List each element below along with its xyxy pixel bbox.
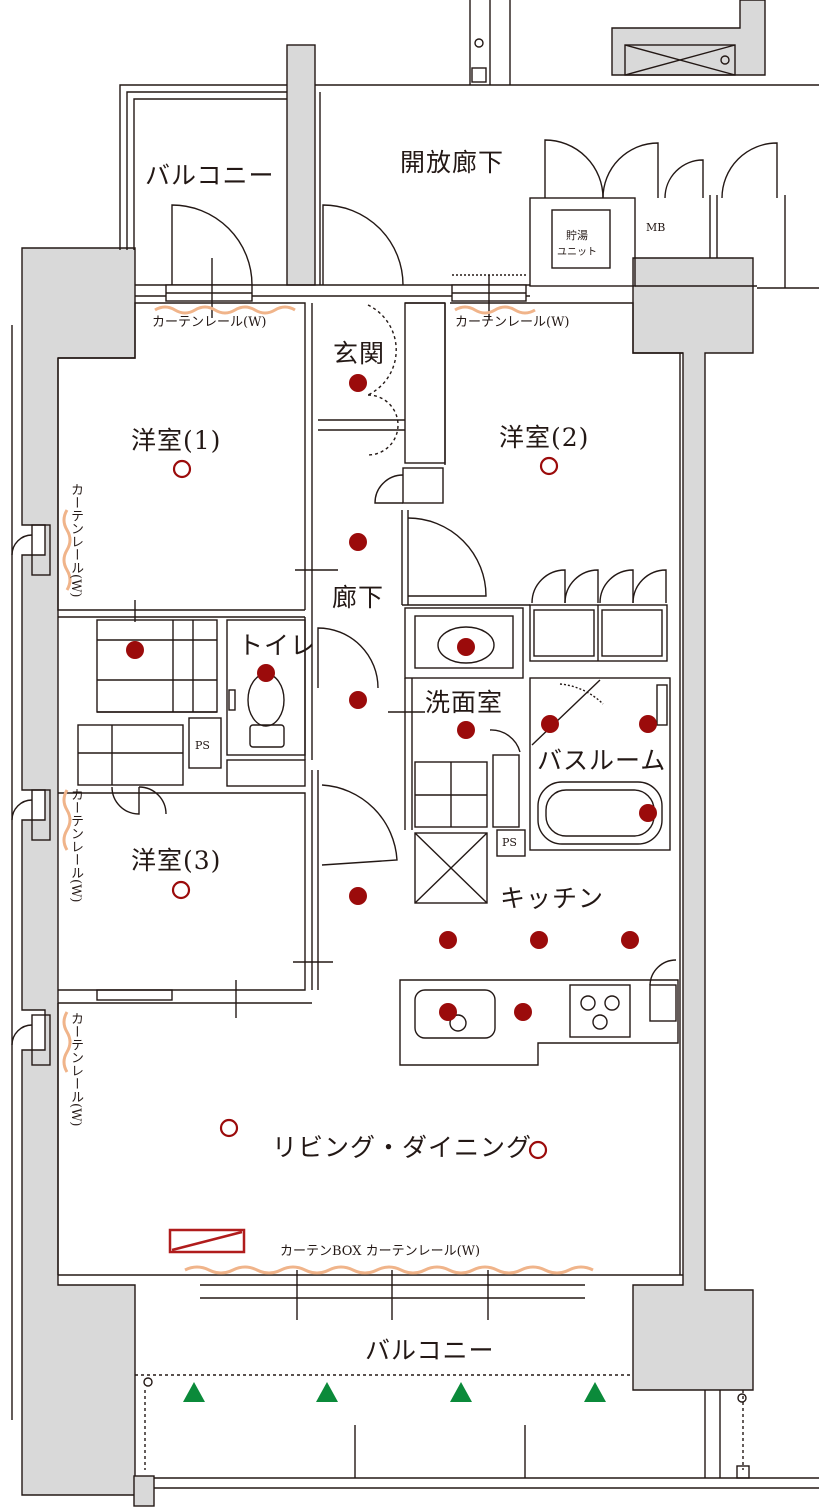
room-label-balcony-bottom: バルコニー: [365, 1336, 495, 1365]
room-label-open-corridor: 開放廊下: [400, 148, 505, 177]
plan-lines: [11, 0, 819, 1507]
curtain-rail-label-room1-top: カーテンレール(W): [152, 315, 267, 330]
water-heater-label: 貯湯: [566, 229, 588, 242]
ps-label-1: PS: [195, 739, 210, 752]
room-label-western-room-2: 洋室(2): [499, 423, 590, 452]
ps-label-2: PS: [502, 836, 517, 849]
room-label-bathroom: バスルーム: [537, 746, 667, 775]
room-label-hallway: 廊下: [332, 583, 385, 612]
room-label-kitchen: キッチン: [500, 884, 605, 913]
room-label-toilet: トイレ: [238, 631, 317, 660]
room-label-living-dining: リビング・ダイニング: [272, 1133, 533, 1162]
curtain-rail-label-living-side: カーテンレール(W): [68, 1012, 83, 1127]
room-label-western-room-3: 洋室(3): [131, 846, 222, 875]
curtain-rail-label-room1-side: カーテンレール(W): [68, 483, 83, 598]
room-label-washroom: 洗面室: [425, 688, 504, 717]
room-label-entrance: 玄関: [333, 339, 386, 368]
water-heater-label-2: ユニット: [557, 247, 597, 258]
room-label-balcony-top: バルコニー: [145, 161, 275, 190]
curtain-box-label: カーテンBOX カーテンレール(W): [280, 1244, 481, 1259]
room-label-western-room-1: 洋室(1): [131, 426, 222, 455]
aircon-box: [168, 1228, 246, 1254]
curtain-rail-label-room2-top: カーテンレール(W): [455, 315, 570, 330]
balcony-markers: [183, 1382, 606, 1402]
outline-lights: [171, 456, 559, 1160]
curtain-rails: [62, 305, 594, 1275]
curtain-rail-label-room3-side: カーテンレール(W): [68, 788, 83, 903]
ceiling-lights: [126, 374, 657, 1021]
mb-label: MB: [646, 221, 666, 234]
